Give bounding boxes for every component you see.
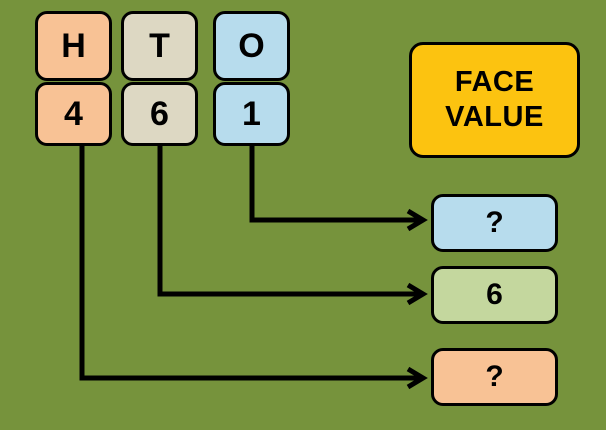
place-value-digit-ones-label: 1 (242, 95, 261, 133)
connector-hundreds-to-answer-3 (79, 146, 420, 381)
face-value-banner-line2: VALUE (445, 101, 544, 133)
place-value-digit-ones[interactable]: 1 (213, 82, 290, 146)
place-value-header-tens: T (121, 11, 198, 81)
place-value-digit-tens-label: 6 (150, 95, 169, 133)
connector-tens-to-answer-2 (157, 146, 420, 297)
place-value-header-tens-label: T (149, 27, 170, 65)
arrowhead-answer-1 (406, 208, 428, 232)
answer-box-tens-label: 6 (486, 278, 503, 311)
answer-box-hundreds[interactable]: ? (431, 348, 558, 406)
place-value-digit-hundreds[interactable]: 4 (35, 82, 112, 146)
connector-ones-to-answer-1 (249, 146, 420, 223)
answer-box-tens[interactable]: 6 (431, 266, 558, 324)
place-value-header-hundreds: H (35, 11, 112, 81)
face-value-banner-line1: FACE (454, 66, 535, 98)
place-value-header-ones: O (213, 11, 290, 81)
face-value-banner: FACE VALUE (409, 42, 580, 158)
place-value-digit-tens[interactable]: 6 (121, 82, 198, 146)
answer-box-hundreds-label: ? (485, 360, 504, 393)
place-value-header-hundreds-label: H (61, 27, 86, 65)
place-value-header-ones-label: O (238, 27, 265, 65)
answer-box-ones-label: ? (485, 206, 504, 239)
answer-box-ones[interactable]: ? (431, 194, 558, 252)
place-value-digit-hundreds-label: 4 (64, 95, 83, 133)
arrowhead-answer-3 (406, 366, 428, 390)
arrowhead-answer-2 (406, 282, 428, 306)
